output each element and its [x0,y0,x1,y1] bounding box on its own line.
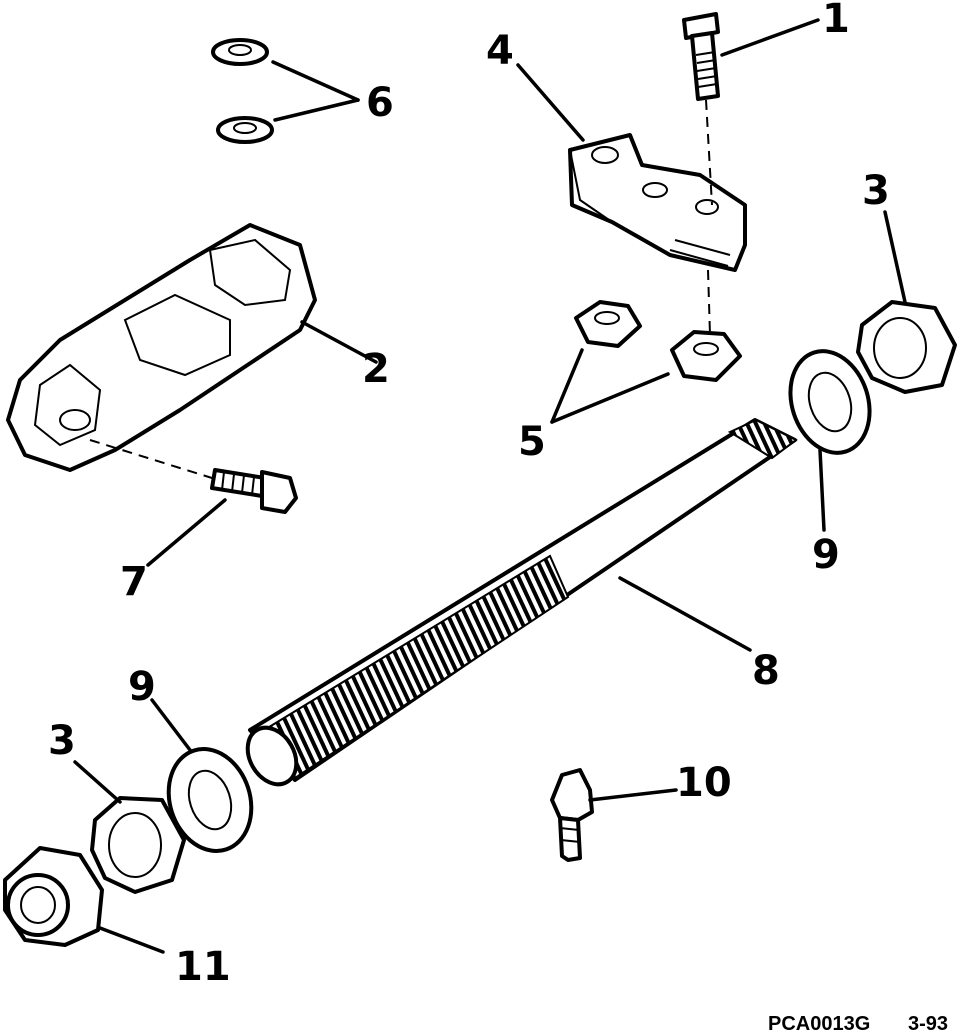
threaded-shaft-8 [245,418,798,787]
callout-7: 7 [120,559,148,605]
washer-6-bottom [216,116,274,144]
callout-3-left: 3 [48,718,76,764]
leader-lines [73,18,907,954]
callout-6: 6 [366,80,394,126]
callout-1: 1 [822,0,850,42]
nut-3-left [90,796,186,894]
nut-3-right [856,300,957,394]
alignment-line-nut [707,269,711,336]
clamp-housing-2 [6,223,317,472]
alignment-line-bolt [705,99,713,206]
washer-6-top [211,38,269,66]
callout-10: 10 [676,760,732,806]
screw-7 [210,468,298,514]
callout-8: 8 [752,648,780,694]
callout-4: 4 [486,28,514,74]
bolt-1 [682,12,720,101]
callout-9-right: 9 [812,532,840,578]
callout-3-right: 3 [862,168,890,214]
bracket-4 [568,133,747,272]
nut-5-right [670,330,742,382]
figure-code: PCA0013G [768,1013,870,1035]
figure-date: 3-93 [908,1013,948,1035]
washer-9-right [788,349,872,455]
washer-9-left [166,747,254,853]
fitting-10 [550,768,594,862]
callout-11: 11 [175,944,231,990]
cap-11 [3,846,104,947]
callout-9-left: 9 [128,664,156,710]
callout-2: 2 [362,346,390,392]
nut-5-left [574,300,642,348]
callout-5: 5 [518,419,546,465]
alignment-line-screw [89,439,213,479]
